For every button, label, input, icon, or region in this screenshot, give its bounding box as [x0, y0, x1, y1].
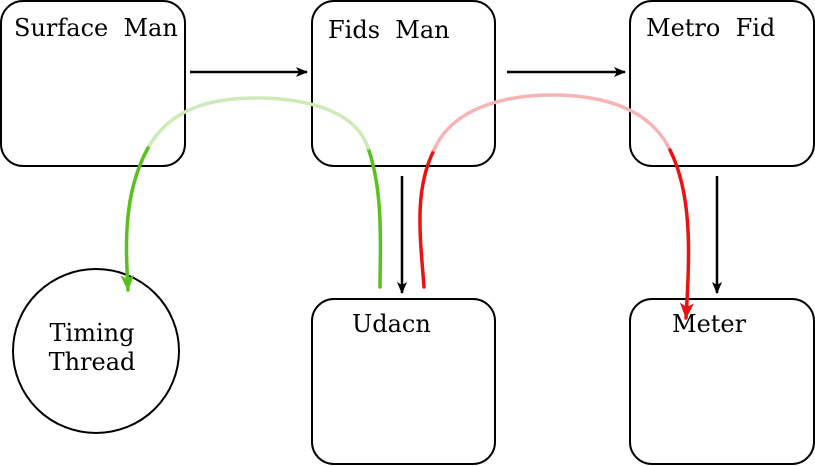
- node-surface-man-label: Surface Man: [14, 14, 178, 42]
- node-meter[interactable]: Meter: [629, 298, 815, 465]
- node-fids-man[interactable]: Fids Man: [311, 0, 496, 167]
- node-metro-fid[interactable]: Metro Fid: [629, 0, 815, 167]
- node-surface-man[interactable]: Surface Man: [0, 0, 186, 167]
- node-timing-thread-label-line2: Thread: [49, 348, 136, 376]
- node-udacn[interactable]: Udacn: [311, 298, 496, 465]
- node-timing-thread-label-line1: Timing: [50, 319, 135, 347]
- node-timing-thread[interactable]: Timing Thread: [12, 268, 180, 434]
- node-fids-man-label: Fids Man: [328, 16, 450, 44]
- node-metro-fid-label: Metro Fid: [646, 14, 775, 42]
- edge-udacn-to-timing-thread: [120, 96, 383, 292]
- node-meter-label: Meter: [672, 310, 747, 338]
- edge-udacn-to-meter: [418, 93, 694, 320]
- node-udacn-label: Udacn: [352, 310, 431, 338]
